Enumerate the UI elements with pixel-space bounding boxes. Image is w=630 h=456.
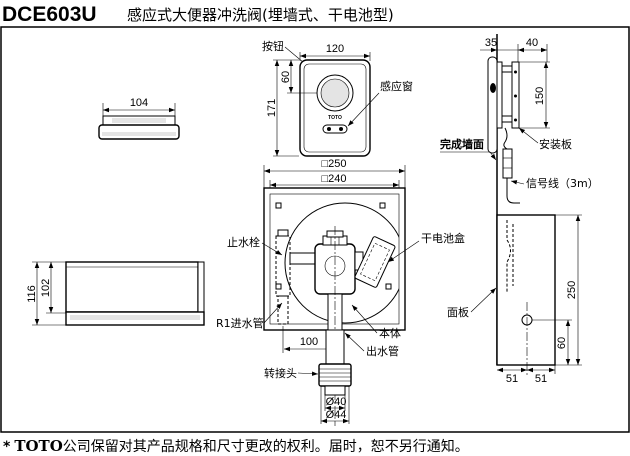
plate-height-dim: 150: [534, 87, 546, 105]
drawing-frame: [0, 26, 630, 433]
offset-dim: 100: [300, 336, 318, 348]
top-view-inner-cap: [112, 118, 166, 123]
half-width-dim-right: 51: [535, 373, 547, 385]
battery-box-label: 干电池盒: [421, 231, 465, 245]
stop-valve-label: 止水栓: [227, 235, 260, 249]
battery-box: [354, 236, 396, 288]
adapter-leader: [297, 371, 319, 376]
footer-note: *TOTO公司保留对其产品规格和尺寸更改的权利。届时，恕不另行通知。: [3, 437, 469, 455]
sensor-eye-right: [339, 127, 343, 131]
side-box-flange: [197, 261, 205, 315]
side-inner-dim: 102: [40, 279, 52, 297]
button-height-dim: 60: [280, 71, 292, 83]
panel-width-dim: 120: [326, 43, 344, 55]
box-inner-dim: □240: [322, 173, 347, 185]
adapter-label: 转接头: [264, 366, 297, 380]
side-outer-dim: 116: [26, 285, 38, 303]
section-box-outline: [496, 214, 556, 366]
depth-dim-a: 35: [485, 37, 497, 49]
panel-leader: [470, 287, 497, 313]
screw-hole-bottom-right: [385, 283, 392, 290]
signal-cable-lower: [506, 178, 520, 204]
adapter-spigot: [324, 385, 346, 396]
button-profile: [490, 83, 496, 93]
top-view-cover-shade: [102, 132, 176, 136]
footer-brand: TOTO: [14, 437, 62, 455]
depth-dim-b: 40: [526, 37, 538, 49]
window-height-dim: 60: [556, 337, 568, 349]
button-label: 按钮: [262, 39, 284, 53]
screw-hole-top-left: [275, 202, 282, 209]
front-panel-view: 按钮 120 TOTO 60 171 感应窗: [262, 39, 413, 157]
footer-mark: *: [3, 439, 11, 455]
box-view: □250 □240 止水栓: [216, 158, 465, 426]
signal-cable-label: 信号线（3m）: [526, 176, 599, 190]
stop-valve-handle: [277, 229, 289, 237]
sensor-window-label: 感应窗: [380, 79, 413, 93]
battery-box-cells: [360, 242, 390, 282]
sensor-window-leader: [347, 92, 380, 127]
box-outer-dim: □250: [322, 158, 347, 170]
box-height-dim: 250: [566, 281, 578, 299]
side-box-body: [65, 261, 199, 313]
mounting-plate-label: 安装板: [539, 137, 572, 151]
inlet-pipe-leader: [263, 302, 283, 324]
valve-body-label: 本体: [379, 326, 401, 340]
signal-cable-leader: [510, 180, 525, 185]
section-hidden-cable: [506, 220, 511, 292]
top-view: 104: [98, 97, 180, 140]
half-width-dim-left: 51: [506, 373, 518, 385]
signal-cable-upper: [503, 127, 508, 150]
plate-bracket-bottom: [501, 115, 513, 123]
flush-button-icon: [320, 78, 350, 108]
product-title: 感应式大便器冲洗阀(埋墙式、干电池型): [127, 6, 394, 24]
cable-connector: [502, 148, 513, 179]
plate-screw-1: [514, 70, 517, 74]
finished-wall-label: 完成墙面: [440, 137, 484, 151]
front-cover-profile: [487, 56, 498, 154]
outlet-pipe-leader: [344, 332, 365, 352]
panel-label: 面板: [447, 305, 469, 319]
adapter-nut: [318, 363, 352, 387]
valve-body-leader: [351, 304, 378, 334]
mounting-plate-leader: [518, 127, 539, 144]
plate-screw-2: [514, 94, 517, 98]
section-view: 35 40 150 安装板 完成墙面 信号线（3m）: [440, 34, 599, 385]
side-view: 116 102: [26, 261, 205, 326]
footer-text: 公司保留对其产品规格和尺寸更改的权利。届时，恕不另行通知。: [63, 438, 469, 455]
sensor-eye-left: [327, 127, 331, 131]
stop-valve-leader: [261, 242, 283, 256]
top-view-width-dim: 104: [130, 97, 148, 109]
sensor-window: [322, 124, 348, 134]
inlet-pipe-label: R1进水管: [216, 316, 264, 330]
finished-wall-leader: [440, 151, 497, 161]
panel-height-dim: 171: [266, 99, 278, 117]
screw-hole-top-right: [379, 202, 386, 209]
outlet-pipe: [325, 329, 345, 365]
plate-bracket-top: [501, 65, 513, 73]
access-opening-circle: [284, 202, 399, 324]
dia40-dim: Ø40: [326, 396, 347, 408]
dia44-dim: Ø44: [326, 409, 347, 421]
plate-screw-3: [514, 118, 517, 122]
supply-pipe: [289, 252, 317, 265]
inlet-pipe: [277, 295, 289, 325]
side-panel-shade: [70, 315, 200, 320]
panel-inner-edge: [303, 63, 367, 153]
battery-box-outline: [354, 236, 396, 288]
outlet-pipe-label: 出水管: [366, 344, 399, 358]
panel-logo: TOTO: [328, 115, 342, 121]
cover-seat: [496, 61, 503, 129]
model-number: DCE603U: [2, 3, 97, 26]
battery-box-leader: [387, 240, 420, 263]
